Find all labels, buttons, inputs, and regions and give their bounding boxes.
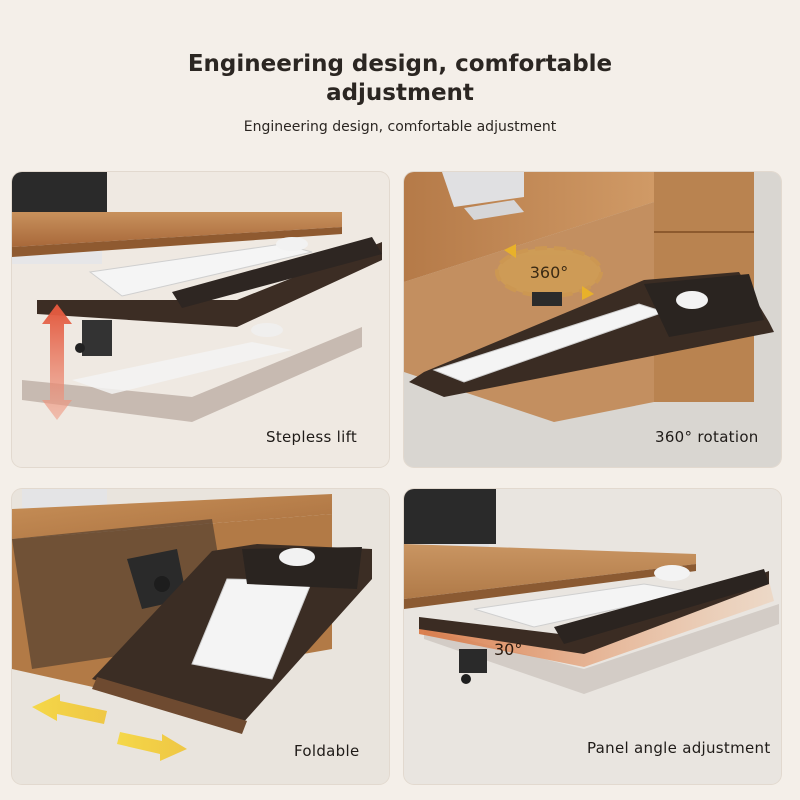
mouse-pad (242, 547, 362, 589)
tilt-bracket (459, 649, 487, 673)
panel-360-rotation: 360° 360° rotation (404, 172, 781, 467)
page-title: Engineering design, comfortable adjustme… (0, 50, 800, 108)
page-subtitle: Engineering design, comfortable adjustme… (243, 119, 557, 135)
lift-mechanism (82, 320, 112, 356)
wrist-rest-upper (172, 237, 382, 308)
caption-360-rotation: 360° rotation (655, 428, 759, 446)
panel-angle-adjustment: 30° Panel angle adjustment (404, 489, 781, 784)
page-title-line1: Engineering design, comfortable (187, 51, 613, 77)
monitor-icon (442, 172, 524, 207)
rotation-badge: 360° (530, 263, 569, 282)
fold-arrow-right-icon (117, 732, 187, 761)
foldable-illustration (12, 489, 389, 784)
keyboard-tray (419, 571, 769, 654)
panel-stepless-lift: Stepless lift (12, 172, 389, 467)
mouse (654, 565, 690, 581)
wrist-rest (554, 569, 769, 644)
monitor-icon (12, 172, 107, 214)
page-title-line2: adjustment (326, 80, 474, 106)
angle-badge: 30° (494, 640, 522, 659)
keyboard-tray-lower (22, 327, 362, 422)
angle-adjustment-illustration: 30° (404, 489, 781, 784)
rotation-illustration: 360° (404, 172, 781, 467)
desk-top (12, 212, 342, 247)
caption-stepless-lift: Stepless lift (266, 428, 358, 446)
vertical-arrow-icon (42, 304, 72, 420)
desk-top (12, 494, 332, 539)
mouse-upper (276, 237, 308, 251)
mouse (676, 291, 708, 309)
keyboard-upper (88, 243, 313, 297)
monitor-icon (404, 489, 496, 544)
panel-foldable: Foldable (12, 489, 389, 784)
mouse (279, 548, 315, 566)
caption-angle-adjustment: Panel angle adjustment (587, 739, 771, 757)
keyboard-lower (72, 342, 292, 394)
desk-top (404, 544, 696, 599)
tray-tilted (419, 581, 774, 667)
caption-foldable: Foldable (294, 742, 360, 760)
fold-arrow-left-icon (32, 694, 107, 724)
keyboard-tray-upper (37, 242, 382, 327)
stepless-lift-illustration (12, 172, 389, 467)
